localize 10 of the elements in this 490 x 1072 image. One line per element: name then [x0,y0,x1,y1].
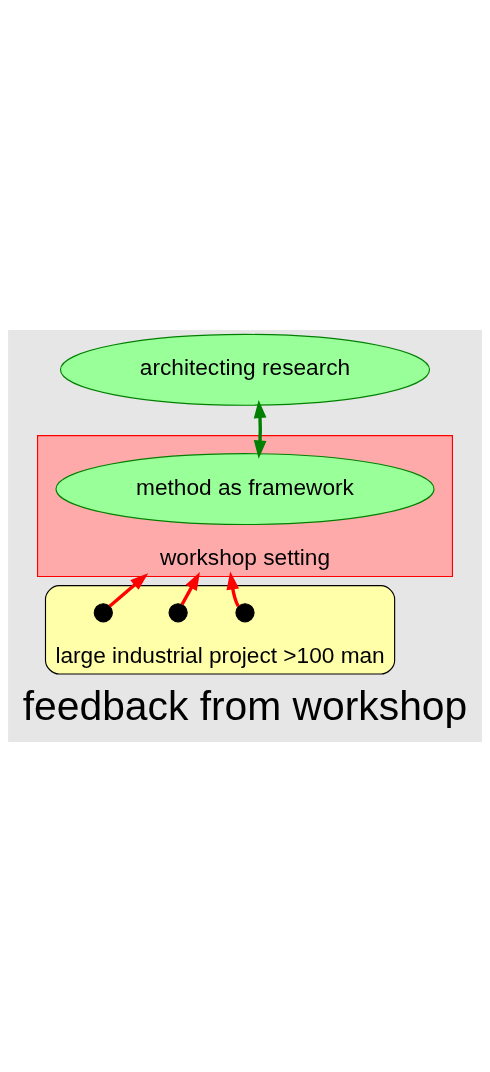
arrow [108,573,149,608]
node-ellipse: architecting research [59,333,431,406]
node-circle [93,603,113,623]
arrow [180,572,200,606]
node-circle [235,603,255,623]
arrow [253,399,267,459]
node-circle [168,603,188,623]
diagram-title: feedback from workshop [22,683,468,730]
node-ellipse: method as framework [55,453,435,526]
arrow [226,571,240,607]
